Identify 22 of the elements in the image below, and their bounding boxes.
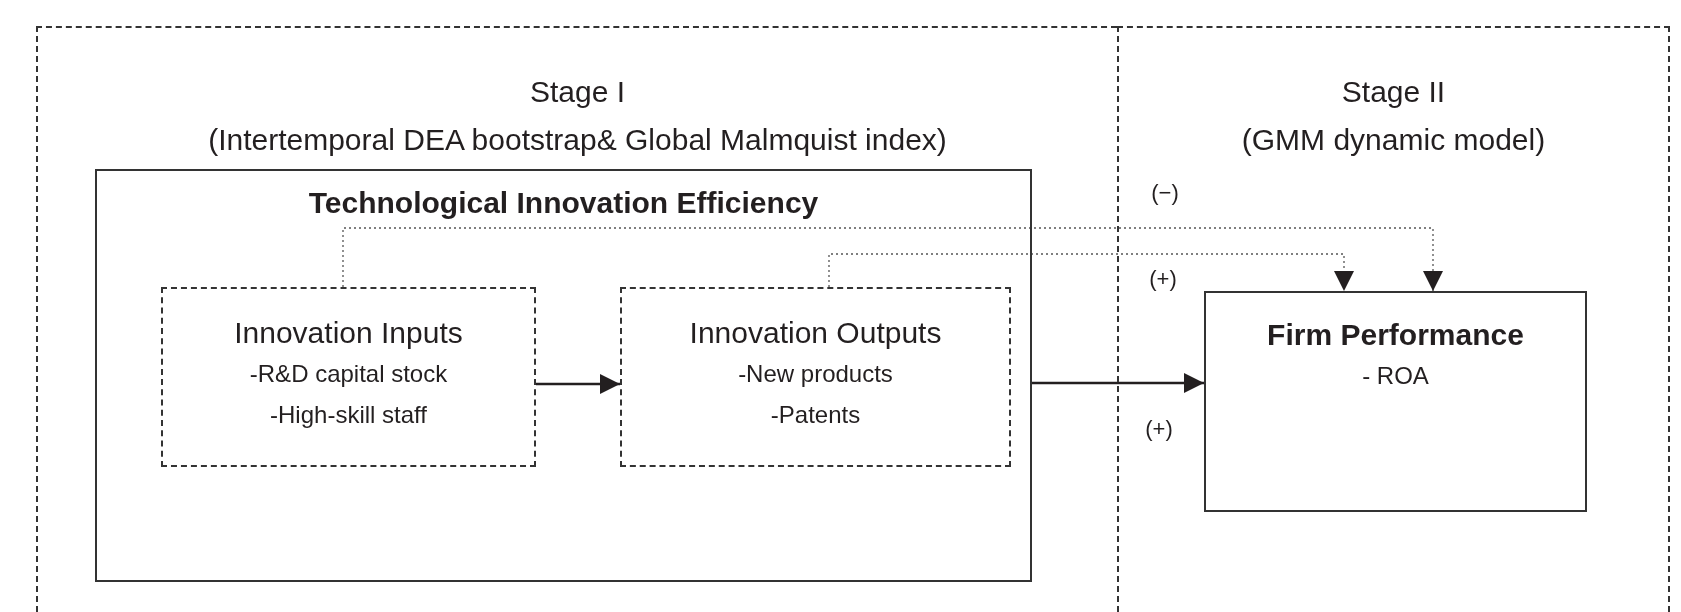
arrow: [342, 227, 1443, 292]
group-box: [95, 169, 1032, 582]
heading: Technological Innovation Efficiency: [307, 185, 820, 221]
heading: Firm Performance: [1266, 317, 1525, 353]
arrow: [536, 374, 620, 394]
heading: Innovation Inputs: [233, 315, 464, 351]
stage-panel: [36, 26, 1117, 612]
description: -R&D capital stock: [248, 359, 449, 389]
arrow: [1032, 373, 1204, 393]
heading: Stage II: [1340, 74, 1447, 110]
description: (Intertemporal DEA bootstrap& Global Malmquist index): [207, 122, 948, 158]
description: (GMM dynamic model): [1240, 122, 1547, 158]
description: -New products: [737, 359, 894, 389]
process-box: [161, 287, 536, 467]
process-box: [620, 287, 1011, 467]
heading: Innovation Outputs: [688, 315, 943, 351]
arrow: [828, 253, 1354, 292]
description: - ROA: [1361, 361, 1430, 391]
process-box: [1204, 291, 1587, 512]
heading: Stage I: [528, 74, 627, 110]
description: -Patents: [769, 400, 862, 430]
description: -High-skill staff: [269, 400, 428, 430]
